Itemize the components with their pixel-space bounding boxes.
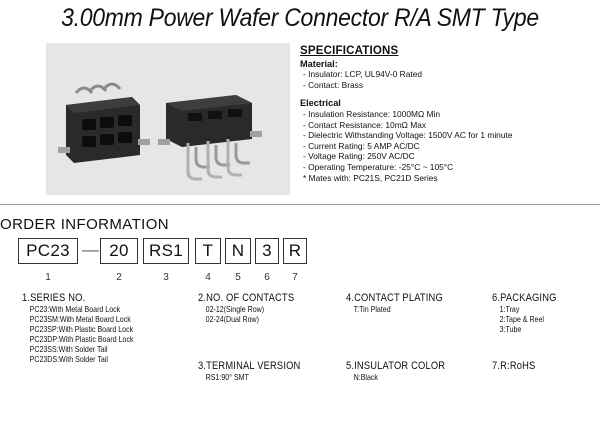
terminal-options: RS1:90° SMT (198, 372, 300, 382)
series-option: PC23SP:With Plastic Board Lock (29, 324, 134, 334)
contacts-option: 02-12(Single Row) (205, 304, 265, 314)
insulator-title: 5.INSULATOR COLOR (346, 360, 446, 372)
series-option: PC23DP:With Plastic Board Lock (29, 334, 134, 344)
insulator-option: N:Black (353, 372, 378, 382)
terminal-block: 3.TERMINAL VERSION RS1:90° SMT (198, 360, 319, 382)
series-option: PC23SM:With Metal Board Lock (29, 314, 131, 324)
code-box-plating: T (195, 238, 221, 264)
code-box-series: PC23 (18, 238, 78, 264)
contacts-options: 02-12(Single Row) 02-24(Dual Row) (198, 304, 294, 324)
code-box-rohs: R (283, 238, 307, 264)
packaging-block: 6.PACKAGING 1:Tray 2:Tape & Reel 3:Tube (492, 292, 568, 334)
plating-block: 4.CONTACT PLATING T:Tin Plated (346, 292, 460, 314)
code-dash: — (82, 240, 99, 259)
rohs-title: 7.R:RoHS (492, 360, 536, 372)
series-title: 1.SERIES NO. (22, 292, 86, 304)
connector-illustration (58, 82, 262, 181)
series-options: PC23:With Metal Board Lock PC23SM:With M… (22, 304, 134, 364)
order-information-heading: ORDER INFORMATION (0, 216, 170, 233)
code-index: 2 (116, 272, 122, 283)
specifications-panel: SPECIFICATIONS Material: - Insulator: LC… (300, 45, 600, 183)
series-option: PC23SS:With Solder Tail (29, 344, 108, 354)
code-index: 7 (292, 272, 298, 283)
electrical-item: - Insulation Resistance: 1000MΩ Min (303, 108, 441, 119)
series-option: PC23:With Metal Board Lock (29, 304, 121, 314)
electrical-item: - Operating Temperature: -25°C ~ 105°C (303, 161, 454, 172)
plating-option: T:Tin Plated (353, 304, 391, 314)
contacts-option: 02-24(Dual Row) (205, 314, 259, 324)
product-photo (46, 43, 290, 195)
contacts-title: 2.NO. OF CONTACTS (198, 292, 295, 304)
specifications-heading: SPECIFICATIONS (300, 45, 399, 57)
packaging-option: 1:Tray (499, 304, 520, 314)
packaging-options: 1:Tray 2:Tape & Reel 3:Tube (492, 304, 557, 334)
terminal-option: RS1:90° SMT (205, 372, 249, 382)
code-index: 6 (264, 272, 270, 283)
packaging-option: 3:Tube (499, 324, 522, 334)
series-block: 1.SERIES NO. PC23:With Metal Board Lock … (22, 292, 153, 364)
electrical-item: - Voltage Rating: 250V AC/DC (303, 151, 415, 162)
code-index: 3 (163, 272, 169, 283)
material-list: - Insulator: LCP, UL94V-0 Rated - Contac… (300, 69, 600, 90)
electrical-item: - Dielectric Withstanding Voltage: 1500V… (303, 130, 513, 141)
code-box-terminal: RS1 (143, 238, 189, 264)
code-index: 5 (235, 272, 241, 283)
code-index: 4 (205, 272, 211, 283)
plating-options: T:Tin Plated (346, 304, 443, 314)
electrical-item: - Contact Resistance: 10mΩ Max (303, 119, 427, 130)
contacts-block: 2.NO. OF CONTACTS 02-12(Single Row) 02-2… (198, 292, 311, 324)
electrical-label: Electrical (300, 98, 341, 109)
material-label: Material: (300, 58, 338, 69)
electrical-item: * Mates with: PC21S, PC21D Series (303, 172, 438, 183)
electrical-list: - Insulation Resistance: 1000MΩ Min - Co… (300, 109, 600, 183)
code-box-contacts: 20 (100, 238, 138, 264)
material-item: - Contact: Brass (303, 79, 364, 90)
insulator-options: N:Black (346, 372, 445, 382)
electrical-item: - Current Rating: 5 AMP AC/DC (303, 140, 420, 151)
series-option: PC23DS:With Solder Tail (29, 354, 108, 364)
insulator-block: 5.INSULATOR COLOR N:Black (346, 360, 463, 382)
material-item: - Insulator: LCP, UL94V-0 Rated (303, 69, 423, 80)
section-divider (0, 204, 600, 205)
packaging-option: 2:Tape & Reel (499, 314, 544, 324)
plating-title: 4.CONTACT PLATING (346, 292, 443, 304)
rohs-block: 7.R:RoHS (492, 360, 543, 372)
page-title: 3.00mm Power Wafer Connector R/A SMT Typ… (61, 4, 539, 32)
code-box-insulator: N (225, 238, 251, 264)
packaging-title: 6.PACKAGING (492, 292, 557, 304)
code-index: 1 (45, 272, 51, 283)
terminal-title: 3.TERMINAL VERSION (198, 360, 301, 372)
code-box-packaging: 3 (255, 238, 279, 264)
